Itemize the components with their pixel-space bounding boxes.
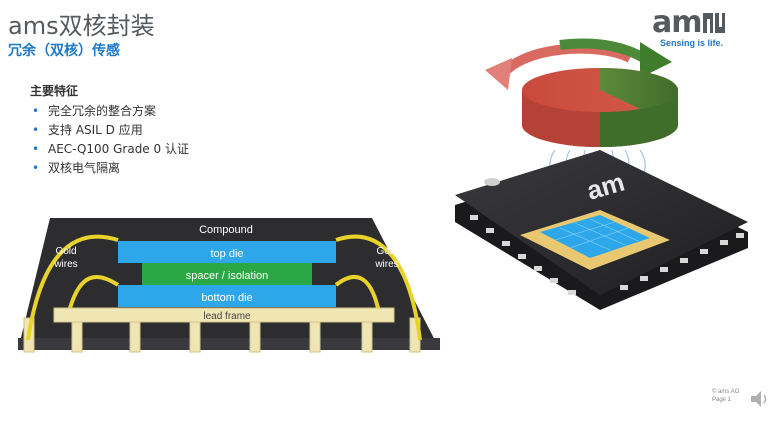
bullet-icon: • bbox=[32, 104, 40, 118]
compound-label: Compound bbox=[199, 224, 253, 236]
page-number: Page 1 bbox=[712, 397, 732, 403]
slide-title: ams双核封装 bbox=[8, 12, 155, 40]
chip-pins bbox=[470, 215, 744, 295]
feature-text: AEC-Q100 Grade 0 认证 bbox=[48, 142, 189, 156]
feature-item: • 支持 ASIL D 应用 bbox=[30, 121, 189, 140]
logo-s-icon bbox=[702, 13, 725, 33]
spacer bbox=[142, 263, 312, 285]
rotation-arrow-icon bbox=[485, 38, 672, 90]
bottom-strip bbox=[18, 338, 440, 350]
top-die bbox=[118, 241, 336, 263]
spacer-label: spacer / isolation bbox=[186, 270, 269, 282]
feature-item: • AEC-Q100 Grade 0 认证 bbox=[30, 140, 189, 159]
slide-subtitle: 冗余（双核）传感 bbox=[8, 43, 120, 59]
gold-wires bbox=[26, 234, 422, 341]
slide-footer: © ams AG Page 1 bbox=[712, 388, 739, 404]
logo-tagline: Sensing is life. bbox=[660, 38, 724, 48]
feature-item: • 完全冗余的整合方案 bbox=[30, 102, 189, 121]
top-die-label: top die bbox=[210, 248, 243, 260]
ams-logo: am Sensing is life. bbox=[652, 8, 752, 48]
features-block: 主要特征 • 完全冗余的整合方案 • 支持 ASIL D 应用 • AEC-Q100 … bbox=[30, 82, 189, 178]
bullet-icon: • bbox=[32, 161, 40, 175]
speaker-glyph-icon bbox=[751, 391, 767, 407]
gold-wires-right-label-2: wires bbox=[374, 259, 398, 270]
features-heading: 主要特征 bbox=[30, 84, 79, 98]
bullet-icon: • bbox=[32, 142, 40, 156]
feature-text: 完全冗余的整合方案 bbox=[48, 104, 157, 118]
bullet-icon: • bbox=[32, 123, 40, 137]
logo-mark: am bbox=[652, 8, 752, 38]
feature-text: 双核电气隔离 bbox=[48, 161, 121, 175]
features-list: • 完全冗余的整合方案 • 支持 ASIL D 应用 • AEC-Q100 Grade… bbox=[30, 102, 189, 178]
bottom-die-label: bottom die bbox=[201, 292, 252, 304]
gold-wires-left-label-2: wires bbox=[53, 259, 77, 270]
pin1-marker bbox=[484, 178, 500, 186]
bottom-die bbox=[118, 285, 336, 307]
lead-frame bbox=[53, 307, 395, 323]
gold-wires-left-label-1: Gold bbox=[55, 246, 76, 257]
gold-wires-right-label-1: Gold bbox=[376, 246, 397, 257]
magnet-disc bbox=[522, 68, 679, 147]
logo-text: am bbox=[652, 5, 703, 40]
feature-text: 支持 ASIL D 应用 bbox=[48, 123, 143, 137]
copyright-text: © ams AG bbox=[712, 389, 740, 395]
lead-frame-pins bbox=[23, 317, 421, 353]
die-grid bbox=[554, 218, 639, 251]
speaker-icon[interactable] bbox=[748, 388, 770, 415]
lead-frame-label: lead frame bbox=[203, 311, 251, 322]
feature-item: • 双核电气隔离 bbox=[30, 159, 189, 178]
die-cutaway-blue bbox=[540, 215, 650, 258]
